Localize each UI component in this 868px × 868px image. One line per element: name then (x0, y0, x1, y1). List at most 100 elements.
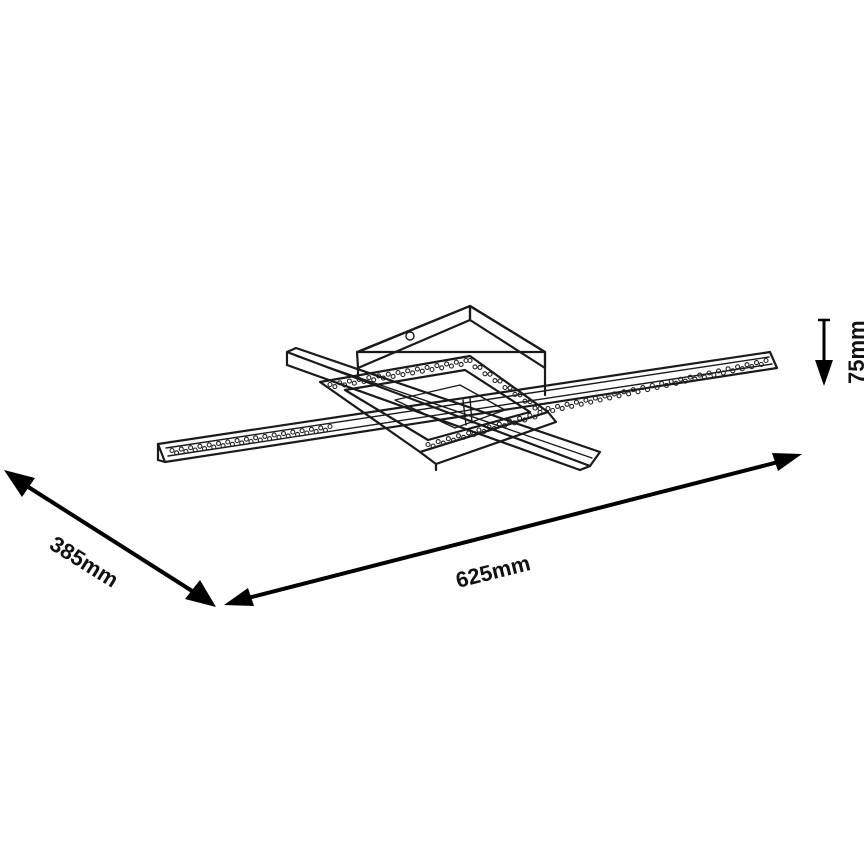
crystal-bead (583, 397, 589, 403)
crystal-bead (439, 365, 445, 371)
crystal-bead (716, 368, 722, 374)
crystal-bead (630, 387, 636, 393)
crystal-bead (720, 370, 726, 376)
crystal-bead (763, 357, 769, 364)
crystal-bead (197, 443, 203, 449)
crystal-bead (559, 405, 565, 411)
crystal-bead (621, 389, 627, 395)
width-arrow-start-icon (224, 588, 254, 606)
crystal-bead (532, 405, 538, 411)
crystal-bead (730, 368, 736, 374)
crystal-bead (434, 363, 440, 369)
crystal-bead (390, 373, 396, 379)
crystal-bead (692, 376, 698, 382)
crystal-bead (450, 437, 457, 443)
crystal-bead (517, 392, 523, 398)
crystal-bead (697, 372, 703, 378)
crystal-bead (482, 371, 488, 377)
crystal-bead (385, 371, 391, 377)
crystal-bead (744, 362, 750, 368)
crystal-bead (597, 397, 603, 403)
crystal-bead (453, 359, 459, 365)
height-dimension: 75mm (815, 318, 868, 386)
crystal-bead (616, 393, 622, 399)
crystal-bead (739, 366, 745, 372)
crystal-bead (663, 382, 670, 388)
crystal-bead (753, 360, 760, 366)
crystal-bead (234, 438, 240, 444)
crystal-bead (215, 440, 222, 446)
crystal-bead (405, 368, 411, 374)
depth-arrow-end-icon (185, 580, 216, 607)
crystal-bead (545, 405, 551, 412)
crystal-bead (522, 417, 528, 423)
crystal-bead (592, 395, 598, 401)
crystal-bead (476, 427, 482, 433)
crystal-bead (313, 429, 319, 435)
crystal-bead (512, 391, 518, 397)
depth-arrow-start-icon (4, 470, 35, 497)
crystal-bead (371, 377, 377, 383)
height-arrow-icon (815, 360, 833, 386)
crystal-bead (502, 384, 508, 391)
crystal-bead (573, 399, 579, 405)
crystal-bead (578, 401, 584, 407)
crystal-bead (440, 440, 446, 446)
crystal-bead (395, 369, 401, 376)
crystal-bead (607, 395, 613, 401)
crystal-bead (304, 430, 310, 436)
crystal-bead (400, 372, 406, 378)
crystal-bead (527, 399, 533, 405)
crystal-bead (492, 378, 498, 384)
crystal-bead (532, 414, 538, 420)
crystal-bead (308, 426, 314, 432)
crystal-bead (472, 364, 478, 370)
crystal-bead (507, 385, 513, 391)
crystal-bead (294, 431, 301, 437)
crystal-bead (461, 434, 467, 440)
crystal-bead (229, 441, 235, 447)
crystal-bead (706, 370, 712, 376)
crystal-bead (477, 364, 483, 370)
crystal-bead (517, 415, 523, 421)
height-label: 75mm (844, 320, 868, 384)
width-label: 625mm (453, 550, 533, 593)
crystal-bead (668, 378, 674, 384)
crystal-bead (467, 357, 473, 364)
crystal-bead (192, 447, 198, 453)
crystal-bead (481, 428, 487, 435)
crystal-bead (267, 436, 273, 442)
crystal-bead (458, 361, 464, 367)
crystal-bead (201, 446, 208, 452)
crystal-bead (711, 372, 717, 378)
crystal-bead (220, 443, 226, 449)
crystal-bead (445, 436, 451, 442)
square-frame (318, 354, 558, 472)
crystal-bead (243, 436, 249, 442)
crystal-bead (351, 380, 357, 386)
crystal-bead (749, 364, 755, 370)
diagonal-led-bar (285, 346, 602, 472)
crystal-bead (318, 425, 324, 431)
width-arrow-end-icon (772, 453, 802, 471)
crystal-bead (262, 433, 268, 439)
crystal-bead (410, 370, 416, 376)
crystal-bead (758, 361, 764, 368)
crystal-bead (735, 364, 741, 370)
crystal-bead (569, 403, 575, 409)
crystal-bead (444, 361, 450, 367)
depth-dimension: 385mm (4, 470, 216, 607)
crystal-bead (183, 448, 189, 454)
crystal-bead (527, 412, 533, 418)
ceiling-mount-box (355, 304, 547, 397)
crystal-bead (701, 374, 707, 380)
width-dimension: 625mm (224, 453, 802, 606)
crystal-bead (327, 423, 333, 430)
crystal-bead (497, 378, 503, 384)
crystal-bead (174, 450, 180, 456)
crystal-bead (276, 434, 282, 440)
crystal-bead (554, 403, 561, 409)
crystal-bead (640, 385, 646, 391)
